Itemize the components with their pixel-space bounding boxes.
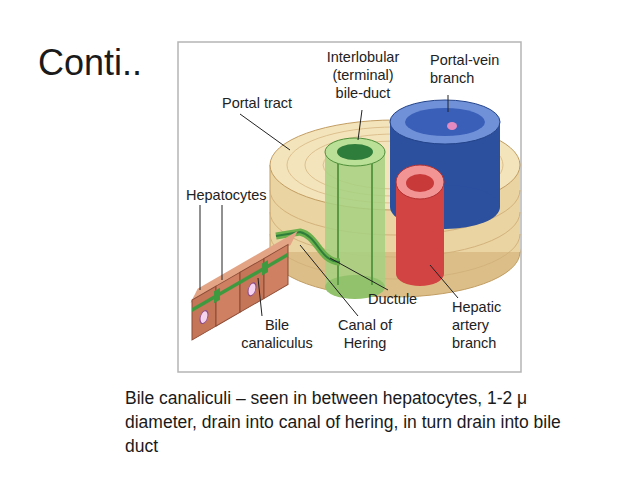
leader-lines — [200, 95, 458, 316]
slide-title: Conti.. — [38, 42, 142, 84]
callout-label: Canal of Hering — [332, 316, 398, 352]
callout-label: Hepatic artery branch — [452, 298, 514, 352]
callout-label: Hepatocytes — [186, 186, 296, 204]
portal-tract-cylinder — [270, 120, 520, 297]
hepatic-artery-branch — [396, 165, 444, 286]
bile-canaliculus — [192, 255, 288, 310]
callout-label: Interlobular (terminal) bile-duct — [318, 48, 408, 102]
callout-label: Portal-vein branch — [430, 51, 512, 87]
figure-frame — [178, 42, 521, 372]
callout-label: Ductule — [368, 290, 438, 308]
callout-label: Bile canaliculus — [236, 316, 318, 352]
callout-label: Portal tract — [222, 94, 332, 112]
slide-caption: Bile canaliculi – seen in between hepato… — [125, 386, 597, 458]
bile-duct — [325, 138, 385, 299]
